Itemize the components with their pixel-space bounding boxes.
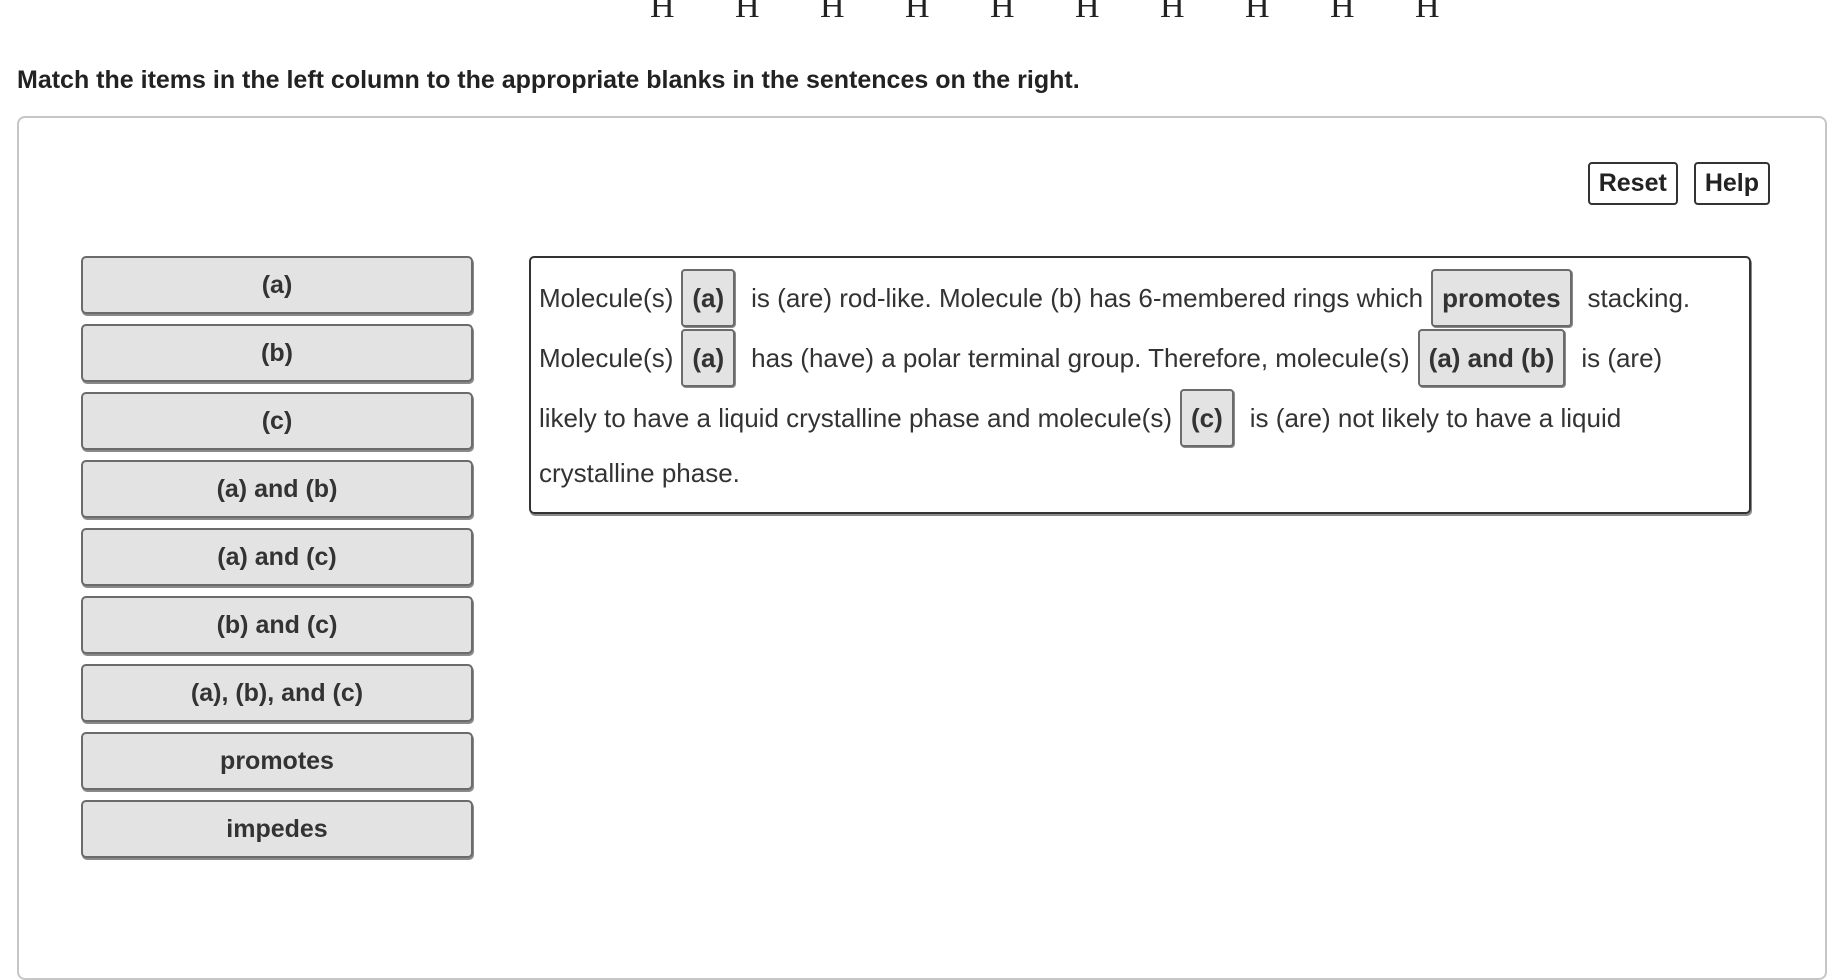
sentence-line: crystalline phase. (539, 448, 1741, 498)
drag-item-c[interactable]: (c) (81, 392, 473, 450)
sentence-line: Molecule(s) (a) is (are) rod-like. Molec… (539, 268, 1741, 328)
reset-button[interactable]: Reset (1587, 162, 1678, 205)
sentence-text: likely to have a liquid crystalline phas… (539, 402, 1172, 433)
sentence-line: likely to have a liquid crystalline phas… (539, 388, 1741, 448)
sentence-drop-area: Molecule(s) (a) is (are) rod-like. Molec… (529, 256, 1751, 514)
sentence-text: stacking. (1587, 282, 1691, 313)
blank-1[interactable]: (a) (681, 269, 736, 327)
drag-item-promotes[interactable]: promotes (81, 732, 473, 790)
sentence-line: Molecule(s) (a) has (have) a polar termi… (539, 328, 1741, 388)
h-label: H (1415, 0, 1440, 25)
h-label: H (990, 0, 1015, 25)
h-label: H (1245, 0, 1270, 25)
blank-2[interactable]: promotes (1431, 269, 1572, 327)
blank-4[interactable]: (a) and (b) (1417, 329, 1566, 387)
drag-item-impedes[interactable]: impedes (81, 800, 473, 858)
drag-item-b[interactable]: (b) (81, 324, 473, 382)
matching-panel: Reset Help (a) (b) (c) (a) and (b) (a) a… (17, 116, 1827, 980)
help-button[interactable]: Help (1693, 162, 1770, 205)
h-label: H (1075, 0, 1100, 25)
draggable-items-column: (a) (b) (c) (a) and (b) (a) and (c) (b) … (81, 256, 473, 858)
blank-3[interactable]: (a) (681, 329, 736, 387)
h-label: H (650, 0, 675, 25)
blank-5[interactable]: (c) (1180, 389, 1234, 447)
drag-item-a-b-and-c[interactable]: (a), (b), and (c) (81, 664, 473, 722)
sentence-text: is (are) not likely to have a liquid (1249, 402, 1622, 433)
h-label: H (820, 0, 845, 25)
h-label: H (735, 0, 760, 25)
drag-item-a[interactable]: (a) (81, 256, 473, 314)
drag-item-a-and-c[interactable]: (a) and (c) (81, 528, 473, 586)
sentence-text: Molecule(s) (539, 342, 674, 373)
structure-h-labels: H H H H H H H H H H (650, 0, 1500, 24)
sentence-text: crystalline phase. (539, 457, 740, 488)
drag-item-b-and-c[interactable]: (b) and (c) (81, 596, 473, 654)
sentence-text: is (are) rod-like. Molecule (b) has 6-me… (751, 282, 1424, 313)
sentence-text: Molecule(s) (539, 282, 674, 313)
sentence-text: is (are) (1581, 342, 1663, 373)
h-label: H (1330, 0, 1355, 25)
drag-item-a-and-b[interactable]: (a) and (b) (81, 460, 473, 518)
instructions: Match the items in the left column to th… (17, 66, 1080, 94)
sentence-text: has (have) a polar terminal group. There… (751, 342, 1410, 373)
panel-toolbar: Reset Help (1587, 162, 1770, 205)
h-label: H (905, 0, 930, 25)
h-label: H (1160, 0, 1185, 25)
